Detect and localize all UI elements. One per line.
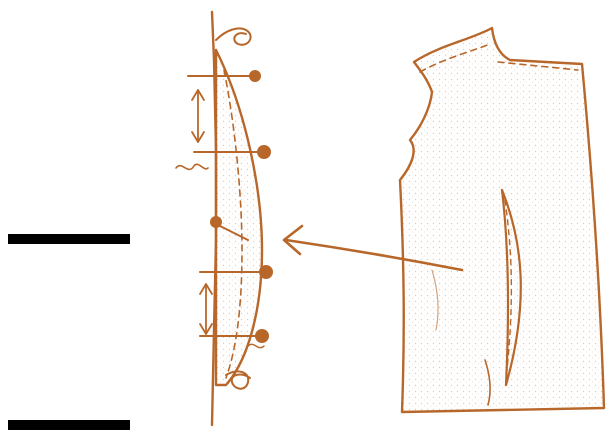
bodice-outline [400,28,604,412]
measure-arrow-lower [200,284,212,334]
bodice-pattern-piece [400,28,604,412]
pinned-dart-detail [176,12,272,425]
measure-arrow-upper [192,90,204,142]
dart-body [216,50,262,385]
thread-knot-top [216,28,251,44]
fabric-scribble-right [248,344,264,347]
fabric-scribble-left [176,164,208,169]
